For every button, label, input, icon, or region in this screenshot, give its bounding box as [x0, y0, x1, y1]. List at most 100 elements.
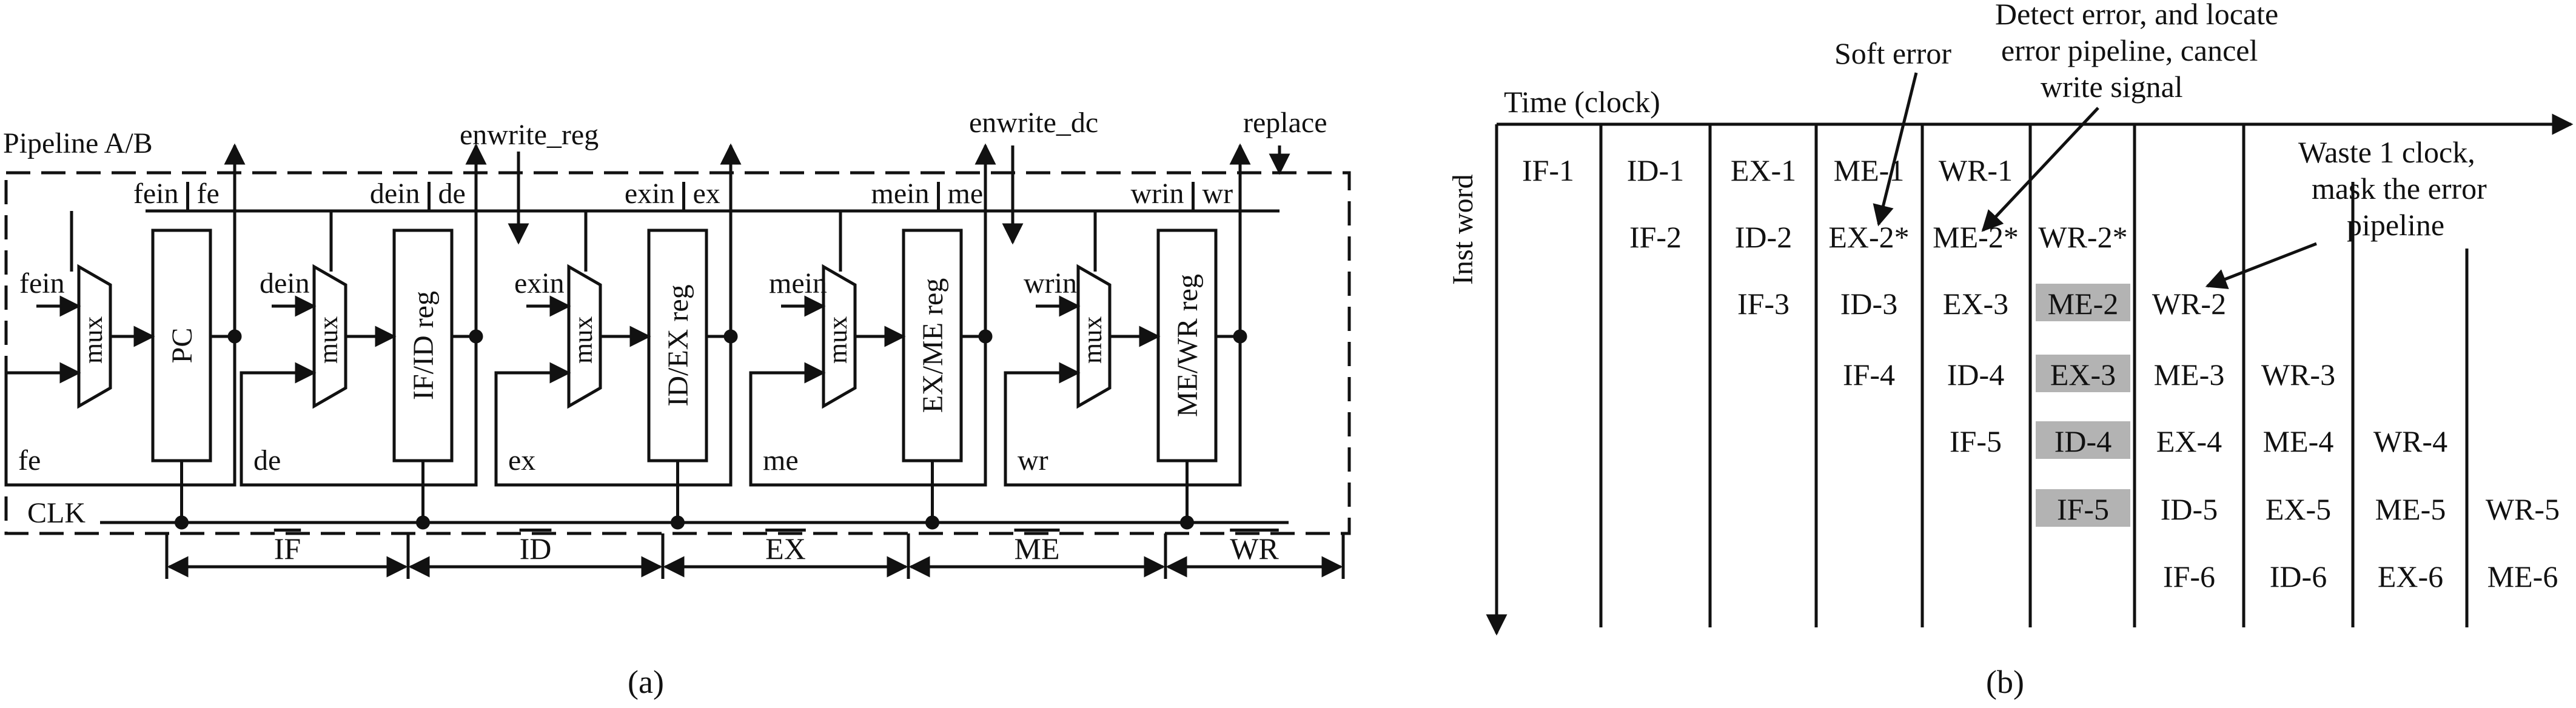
detect-line-2: error pipeline, cancel — [2001, 33, 2258, 67]
waste-line-2: mask the error — [2312, 172, 2487, 205]
masked-cell-bg — [2036, 284, 2130, 321]
timing-cell: ME-5 — [2375, 492, 2446, 526]
soft-error-label: Soft error — [1834, 36, 1951, 70]
bus-input-label: exin — [625, 178, 675, 210]
bus-output-label: ex — [693, 178, 720, 210]
masked-cell-bg — [2036, 355, 2130, 392]
mux-label: mux — [1078, 316, 1107, 364]
register-5 — [1156, 229, 1218, 463]
mux-1 — [77, 264, 112, 409]
bus-output-label: de — [438, 178, 466, 210]
mux-5 — [1076, 264, 1112, 409]
feedback-label: fe — [18, 444, 41, 476]
waste-line-1: Waste 1 clock, — [2298, 135, 2475, 169]
mux-3 — [567, 264, 602, 409]
register-4 — [902, 229, 963, 463]
timing-cell: ME-2 — [2048, 287, 2119, 321]
register-label: EX/ME reg — [917, 278, 949, 413]
timing-cell: EX-3 — [1943, 287, 2008, 321]
feedback-label: de — [253, 444, 281, 476]
timing-cell: EX-5 — [2266, 492, 2331, 526]
replace-label: replace — [1243, 107, 1327, 139]
clock-column-lines — [1599, 124, 2469, 627]
phase-label-wr: WR — [1230, 532, 1279, 566]
timing-cell: ID-5 — [2161, 492, 2218, 526]
time-axis-label: Time (clock) — [1504, 85, 1660, 119]
timing-cell: EX-2* — [1828, 220, 1909, 254]
timing-cell: IF-3 — [1737, 287, 1789, 321]
timing-cell: EX-1 — [1731, 153, 1796, 187]
clock-node — [925, 515, 939, 530]
mux-4 — [822, 264, 857, 409]
timing-cell: WR-2 — [2152, 287, 2226, 321]
bus-output-label: fe — [197, 178, 220, 210]
caption-a: (a) — [628, 664, 664, 700]
timing-cell: IF-6 — [2163, 559, 2215, 593]
clock-node — [416, 515, 430, 530]
mux-label: mux — [568, 316, 598, 364]
replace-signal: replace — [1243, 107, 1327, 175]
input-label: dein — [260, 267, 310, 299]
timing-cell: WR-2* — [2038, 220, 2127, 254]
timing-cell: ID-4 — [2054, 424, 2111, 458]
panel-a-pipeline-circuit — [4, 171, 1351, 535]
timing-cell: IF-4 — [1843, 358, 1895, 392]
timing-cell: ME-3 — [2154, 358, 2225, 392]
timing-cell: ME-4 — [2263, 424, 2334, 458]
masked-cell-bg — [2036, 421, 2130, 459]
input-label: mein — [769, 267, 827, 299]
register-label: PC — [166, 328, 198, 364]
timing-cell: WR-5 — [2486, 492, 2560, 526]
pipeline-boundary — [4, 171, 1351, 535]
inst-axis-label: Inst word — [1447, 174, 1479, 285]
waste-line-3: pipeline — [2347, 208, 2444, 242]
timing-cell: EX-3 — [2050, 358, 2116, 392]
timing-cell: IF-5 — [1950, 424, 2002, 458]
timing-cell: WR-4 — [2373, 424, 2447, 458]
timing-cell: EX-4 — [2156, 424, 2222, 458]
timing-cell: IF-2 — [1629, 220, 1682, 254]
input-label: exin — [514, 267, 565, 299]
enwrite-dc-label: enwrite_dc — [969, 107, 1098, 139]
phase-label-me: ME — [1015, 532, 1060, 566]
waste-clock-annotation: Waste 1 clock, mask the error pipeline — [2205, 135, 2487, 289]
timing-cell: ME-2* — [1933, 220, 2019, 254]
caption-b: (b) — [1986, 664, 2024, 700]
feedback-label: wr — [1018, 444, 1048, 476]
clock-node — [1180, 515, 1194, 530]
register-label: ID/EX reg — [662, 284, 694, 406]
timing-cell: ID-4 — [1947, 358, 2004, 392]
soft-error-annotation: Soft error — [1834, 36, 1951, 227]
timing-cell: ME-6 — [2487, 559, 2558, 593]
timing-cell: WR-1 — [1939, 153, 2013, 187]
timing-cell: ID-6 — [2270, 559, 2327, 593]
phase-label-id: ID — [520, 532, 552, 566]
register-label: IF/ID reg — [408, 291, 440, 400]
bus-output-label: wr — [1202, 178, 1233, 210]
enwrite-dc-signal: enwrite_dc — [969, 107, 1098, 245]
detect-annotation: Detect error, and locate error pipeline,… — [1981, 0, 2278, 232]
feedback-label: ex — [508, 444, 535, 476]
bus-input-label: dein — [370, 178, 420, 210]
input-label: fein — [19, 267, 65, 299]
timing-cell: ID-3 — [1840, 287, 1897, 321]
clock-node — [175, 515, 189, 530]
pipeline-label: Pipeline A/B — [3, 127, 153, 159]
feedback-label: me — [763, 444, 799, 476]
masked-cell-bg — [2036, 489, 2130, 527]
mux-label: mux — [823, 316, 853, 364]
timing-cell: ID-1 — [1627, 153, 1684, 187]
clock-node — [671, 515, 685, 530]
timing-cell: WR-3 — [2261, 358, 2335, 392]
input-label: wrin — [1024, 267, 1077, 299]
bus-input-label: wrin — [1131, 178, 1184, 210]
bus-input-label: fein — [133, 178, 179, 210]
clk-label: CLK — [27, 497, 86, 529]
